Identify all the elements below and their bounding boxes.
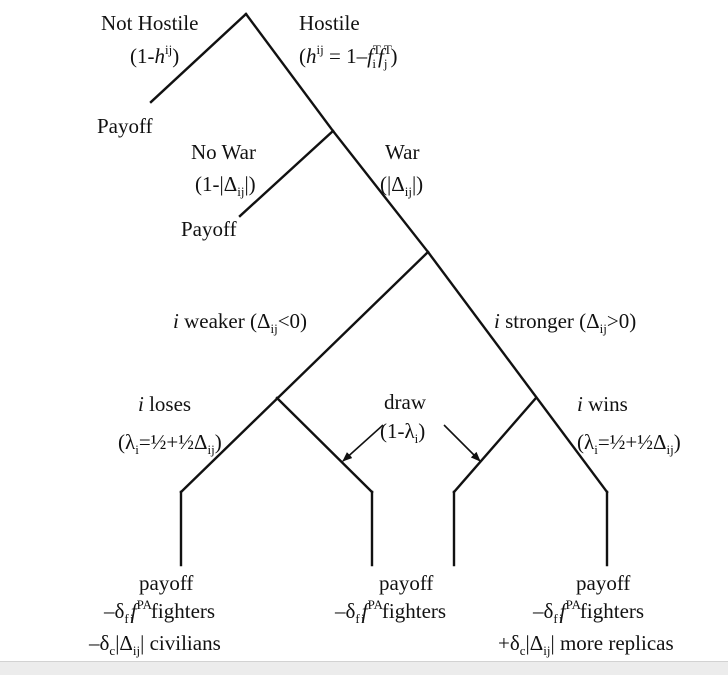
no-war-payoff-label: Payoff [181, 217, 237, 241]
i-wins-label: i wins [577, 392, 628, 416]
draw-arrow-left [342, 424, 384, 462]
edge-war-node-no-war [238, 129, 335, 218]
edge-stronger [426, 250, 609, 494]
payoff-right-line2: +δc|Δij| more replicas [498, 631, 674, 658]
payoff-right-title: payoff [576, 571, 630, 595]
war-label: War [385, 140, 419, 164]
edge-root-not-hostile [149, 12, 248, 104]
hostile-label: Hostile [299, 11, 360, 35]
edge-left-draw [275, 396, 374, 494]
i-stronger-label: i stronger (Δij>0) [494, 309, 636, 336]
edge-root-hostile [244, 12, 335, 133]
war-probability: (|Δij|) [380, 172, 423, 199]
draw-arrow-right [443, 424, 481, 462]
i-weaker-label: i weaker (Δij<0) [173, 309, 307, 336]
payoff-left-line2: –δc|Δij| civilians [88, 631, 221, 658]
payoff-left-title: payoff [139, 571, 193, 595]
payoff-middle-title: payoff [379, 571, 433, 595]
draw-label: draw [384, 390, 427, 414]
i-loses-probability: (λi=½+½Δij) [118, 430, 222, 457]
draw-probability: (1-λi) [380, 419, 425, 446]
edge-war-node-war [331, 129, 430, 254]
no-war-probability: (1-|Δij|) [195, 172, 256, 199]
not-hostile-payoff-label: Payoff [97, 114, 153, 138]
no-war-label: No War [191, 140, 256, 164]
bottom-scroll-bar [0, 661, 728, 675]
i-loses-label: i loses [138, 392, 191, 416]
not-hostile-label: Not Hostile [101, 11, 198, 35]
not-hostile-probability: (1-hij) [130, 42, 179, 68]
edge-weaker [179, 250, 430, 494]
edge-right-draw [452, 396, 538, 494]
tree-edges [149, 12, 609, 567]
i-wins-probability: (λi=½+½Δij) [577, 430, 681, 457]
